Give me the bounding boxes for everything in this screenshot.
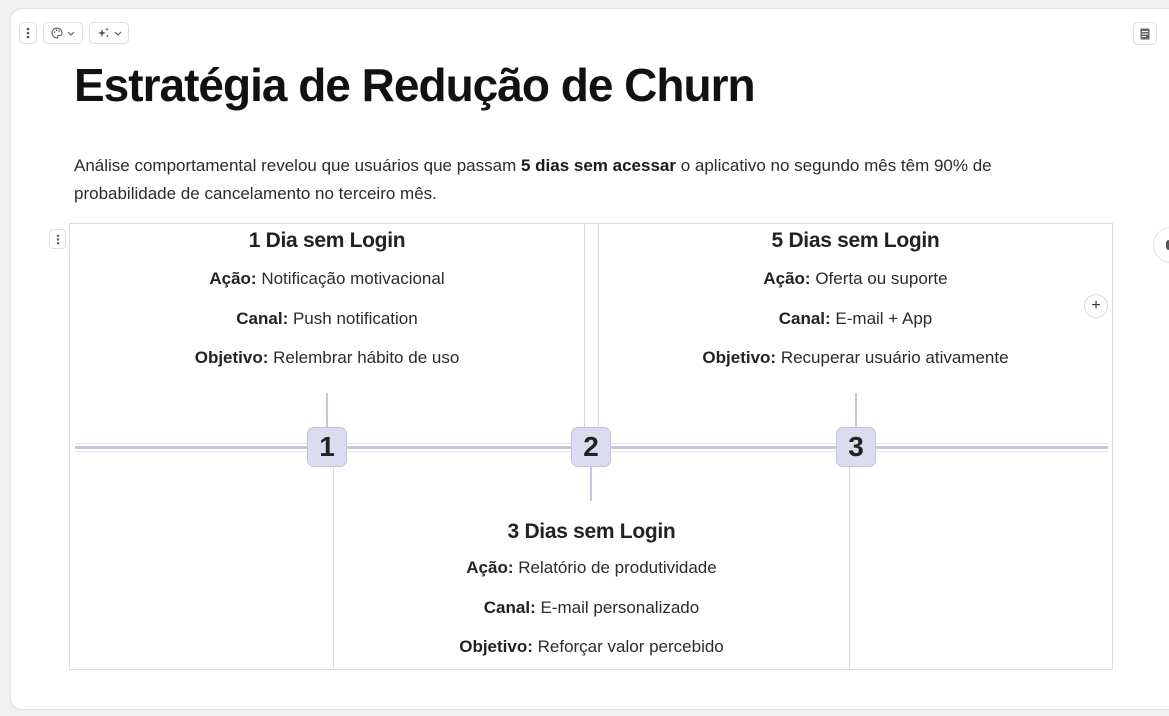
step-2-connector xyxy=(590,467,592,501)
label: Canal: xyxy=(778,309,831,328)
label: Ação: xyxy=(763,269,811,288)
theme-dropdown-button[interactable] xyxy=(43,22,83,44)
step-objective: Objetivo: Recuperar usuário ativamente xyxy=(598,348,1113,368)
label: Ação: xyxy=(209,269,257,288)
step-title: 5 Dias sem Login xyxy=(771,229,940,252)
step-badge-2: 2 xyxy=(571,427,611,467)
document-icon xyxy=(1140,28,1150,39)
block-drag-handle[interactable] xyxy=(49,229,66,249)
vertical-dots-icon xyxy=(56,234,59,244)
step-title: 3 Dias sem Login xyxy=(507,520,676,543)
step-card-1: 1 Dia sem Login Ação: Notificação motiva… xyxy=(70,229,584,368)
step-channel: Canal: E-mail personalizado xyxy=(334,598,849,618)
step-action: Ação: Oferta ou suporte xyxy=(598,269,1113,289)
step-badge-3: 3 xyxy=(836,427,876,467)
step-action: Ação: Notificação motivacional xyxy=(70,269,584,289)
document-card xyxy=(10,8,1169,710)
chevron-down-icon xyxy=(67,31,75,36)
grid-divider xyxy=(849,451,850,670)
label: Objetivo: xyxy=(702,348,777,367)
grid-divider xyxy=(598,223,599,447)
document-view-button[interactable] xyxy=(1133,22,1157,45)
step-title: 1 Dia sem Login xyxy=(248,229,406,252)
value: Reforçar valor percebido xyxy=(532,637,724,656)
intro-highlight: 5 dias sem acessar xyxy=(520,156,676,175)
add-column-button[interactable]: + xyxy=(1084,294,1108,318)
step-action: Ação: Relatório de produtividade xyxy=(334,558,849,578)
intro-text: Análise comportamental revelou que usuár… xyxy=(74,156,521,175)
label: Canal: xyxy=(236,309,289,328)
label: Canal: xyxy=(483,598,536,617)
value: Relatório de produtividade xyxy=(513,558,717,577)
step-objective: Objetivo: Reforçar valor percebido xyxy=(334,637,849,657)
label: Objetivo: xyxy=(459,637,533,656)
value: Recuperar usuário ativamente xyxy=(776,348,1009,367)
vertical-dots-icon xyxy=(26,27,30,39)
comment-icon xyxy=(1166,240,1169,250)
sparkle-icon xyxy=(97,27,109,37)
step-objective: Objetivo: Relembrar hábito de uso xyxy=(70,348,584,368)
value: E-mail personalizado xyxy=(535,598,700,617)
label: Objetivo: xyxy=(194,348,269,367)
step-channel: Canal: Push notification xyxy=(70,309,584,329)
step-channel: Canal: E-mail + App xyxy=(598,309,1113,329)
step-1-connector xyxy=(326,393,328,427)
step-card-2: 3 Dias sem Login Ação: Relatório de prod… xyxy=(334,520,849,657)
grid-divider xyxy=(584,223,585,447)
palette-icon xyxy=(51,27,63,39)
value: Push notification xyxy=(288,309,418,328)
value: Notificação motivacional xyxy=(256,269,445,288)
intro-paragraph: Análise comportamental revelou que usuár… xyxy=(74,152,1084,208)
intro-text-end: o aplicativo no segundo mês têm 90% de p… xyxy=(74,156,992,203)
page-title: Estratégia de Redução de Churn xyxy=(74,59,756,111)
value: E-mail + App xyxy=(830,309,933,328)
more-options-button[interactable] xyxy=(19,22,37,44)
value: Relembrar hábito de uso xyxy=(268,348,460,367)
step-card-3: 5 Dias sem Login Ação: Oferta ou suporte… xyxy=(598,229,1113,368)
step-badge-1: 1 xyxy=(307,427,347,467)
chevron-down-icon xyxy=(114,31,121,36)
timeline-grid xyxy=(69,223,1113,670)
ai-sparkle-dropdown-button[interactable] xyxy=(89,22,129,44)
grid-divider xyxy=(333,451,334,670)
step-3-connector xyxy=(855,393,857,427)
value: Oferta ou suporte xyxy=(810,269,948,288)
label: Ação: xyxy=(466,558,514,577)
